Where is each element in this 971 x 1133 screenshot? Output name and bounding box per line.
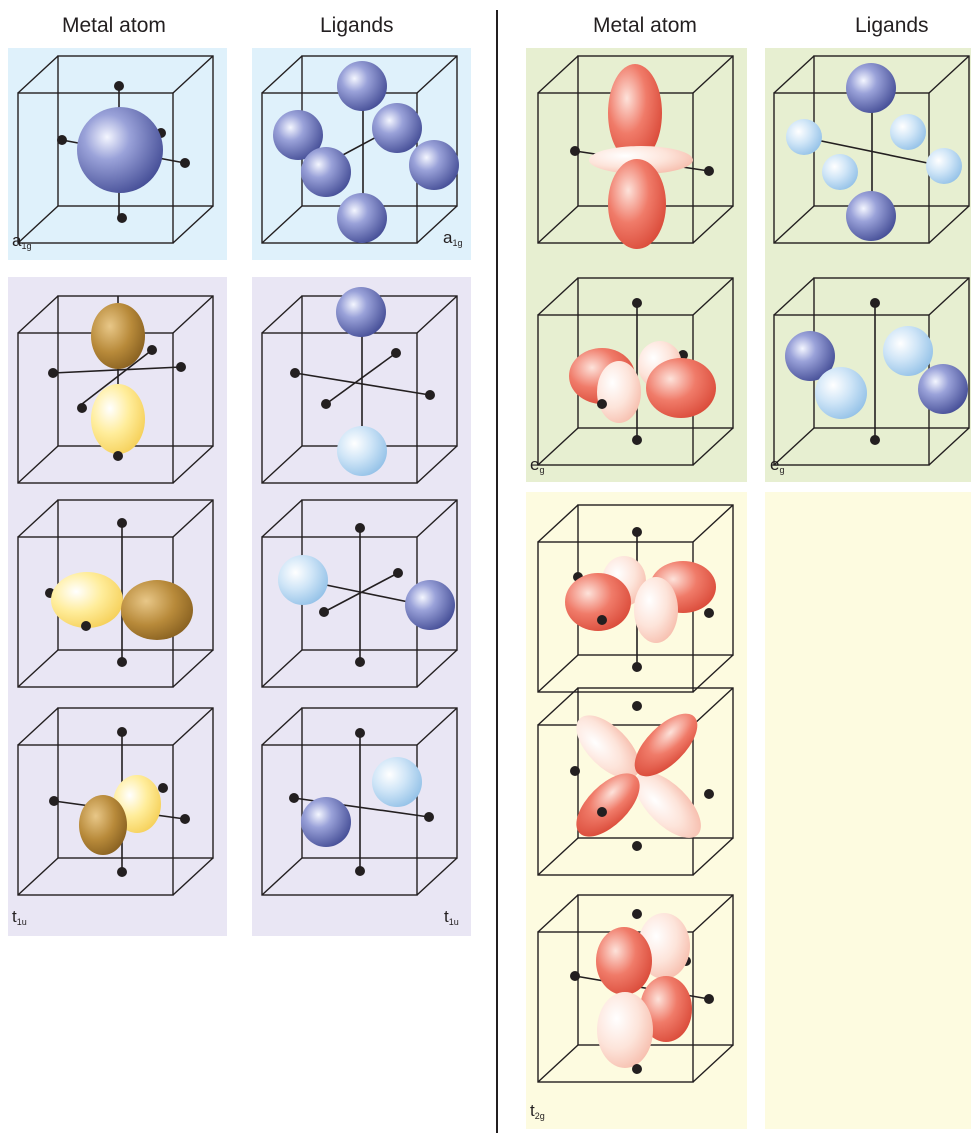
header-metal-atom-right: Metal atom bbox=[593, 14, 697, 38]
cube-t1u-metal-py bbox=[18, 708, 218, 898]
label-t1u-ligands: t1u bbox=[444, 908, 459, 927]
cube-t1u-metal-pz bbox=[18, 296, 218, 486]
cube-a1g-ligands bbox=[262, 56, 462, 246]
cube-t1u-ligands-x bbox=[262, 500, 462, 690]
label-a1g-ligands: a1g bbox=[443, 229, 462, 248]
cube-t1u-metal-px bbox=[18, 500, 218, 690]
cube-eg-ligands-z2 bbox=[774, 56, 971, 246]
label-t1u-metal: t1u bbox=[12, 908, 27, 927]
cube-a1g-metal-s-orbital bbox=[18, 56, 218, 246]
cube-t2g-metal-dyz bbox=[538, 895, 738, 1085]
column-divider bbox=[496, 10, 498, 1133]
header-ligands-left: Ligands bbox=[320, 14, 394, 38]
label-eg-ligands: eg bbox=[770, 456, 784, 475]
header-ligands-right: Ligands bbox=[855, 14, 929, 38]
label-eg-metal: eg bbox=[530, 456, 544, 475]
panel-t2g-ligands bbox=[765, 492, 971, 1129]
label-a1g-metal: a1g bbox=[12, 232, 31, 251]
cube-t2g-metal-dxy bbox=[538, 505, 738, 695]
cube-eg-ligands-x2-y2 bbox=[774, 278, 971, 468]
cube-t1u-ligands-z bbox=[262, 296, 462, 486]
cube-t2g-metal-dxz bbox=[538, 688, 738, 878]
cube-t1u-ligands-y bbox=[262, 708, 462, 898]
cube-eg-metal-dz2 bbox=[538, 56, 738, 246]
cube-eg-metal-dx2-y2 bbox=[538, 278, 738, 468]
header-metal-atom-left: Metal atom bbox=[62, 14, 166, 38]
metal-s-orbital-sphere bbox=[77, 107, 163, 193]
label-t2g-metal: t2g bbox=[530, 1102, 545, 1121]
